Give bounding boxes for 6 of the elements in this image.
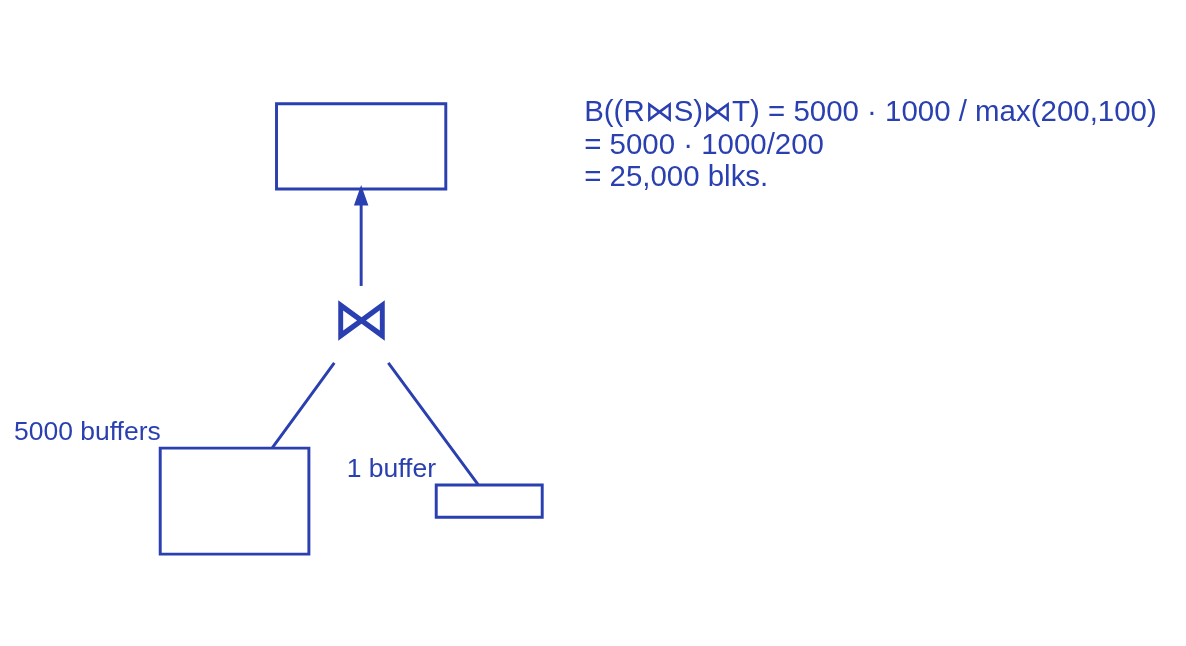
- node-label: 1 buffer: [346, 452, 436, 483]
- node-label: 5000 buffers: [13, 415, 161, 446]
- label: = 25,000 blks.: [584, 159, 769, 193]
- label: B((R⋈S)⋈T) = 5000 · 1000 / max(200,100): [584, 94, 1157, 128]
- node-text: ⋈: [331, 286, 391, 352]
- label: = 5000 · 1000/200: [584, 126, 824, 160]
